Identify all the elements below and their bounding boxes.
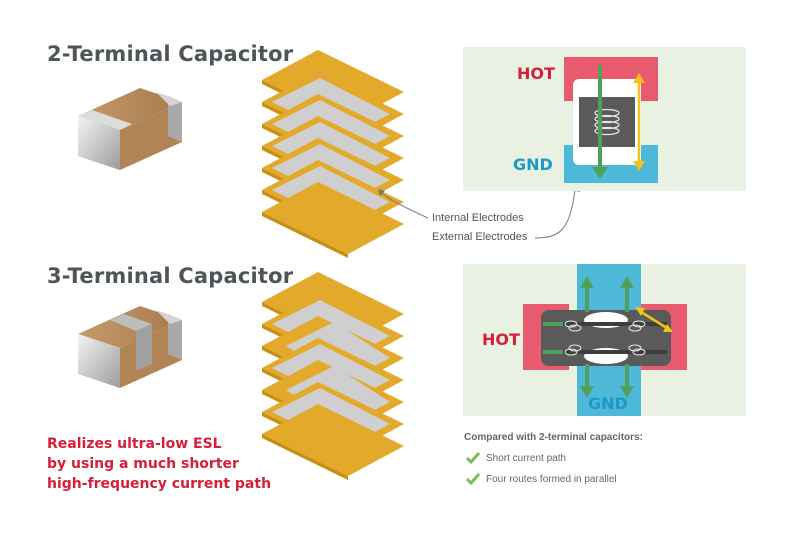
highlight-text-block: Realizes ultra-low ESL by using a much s… <box>47 434 271 494</box>
callout-external-electrodes: External Electrodes <box>432 231 528 243</box>
checkmark-icon <box>465 473 481 486</box>
two-terminal-electrode-stack <box>262 50 404 258</box>
callout-internal-electrodes: Internal Electrodes <box>432 212 524 224</box>
two-terminal-chip-image <box>78 88 182 170</box>
three-terminal-chip-image <box>78 306 182 388</box>
three-terminal-current-path-diagram <box>523 264 687 416</box>
highlight-line-2: by using a much shorter <box>47 456 239 472</box>
bullet-label-2: Four routes formed in parallel <box>486 473 617 485</box>
two-terminal-current-path-diagram <box>564 57 658 183</box>
electrode-layer <box>262 404 404 480</box>
bullet-label-1: Short current path <box>486 452 567 464</box>
bullet-item-2: Four routes formed in parallel <box>465 473 617 486</box>
bottom-hot-label: HOT <box>482 330 520 349</box>
three-terminal-electrode-stack <box>262 272 404 480</box>
bottom-section-title: 3-Terminal Capacitor <box>47 264 294 288</box>
comparison-title: Compared with 2-terminal capacitors: <box>464 432 643 443</box>
highlight-line-1: Realizes ultra-low ESL <box>47 436 222 452</box>
bottom-gnd-label: GND <box>588 394 628 413</box>
top-gnd-label: GND <box>513 155 553 174</box>
bullet-item-1: Short current path <box>465 452 567 465</box>
checkmark-icon <box>465 452 481 465</box>
top-section-title: 2-Terminal Capacitor <box>47 42 294 66</box>
top-hot-label: HOT <box>517 64 555 83</box>
highlight-line-3: high-frequency current path <box>47 476 272 492</box>
electrode-layer <box>262 182 404 258</box>
